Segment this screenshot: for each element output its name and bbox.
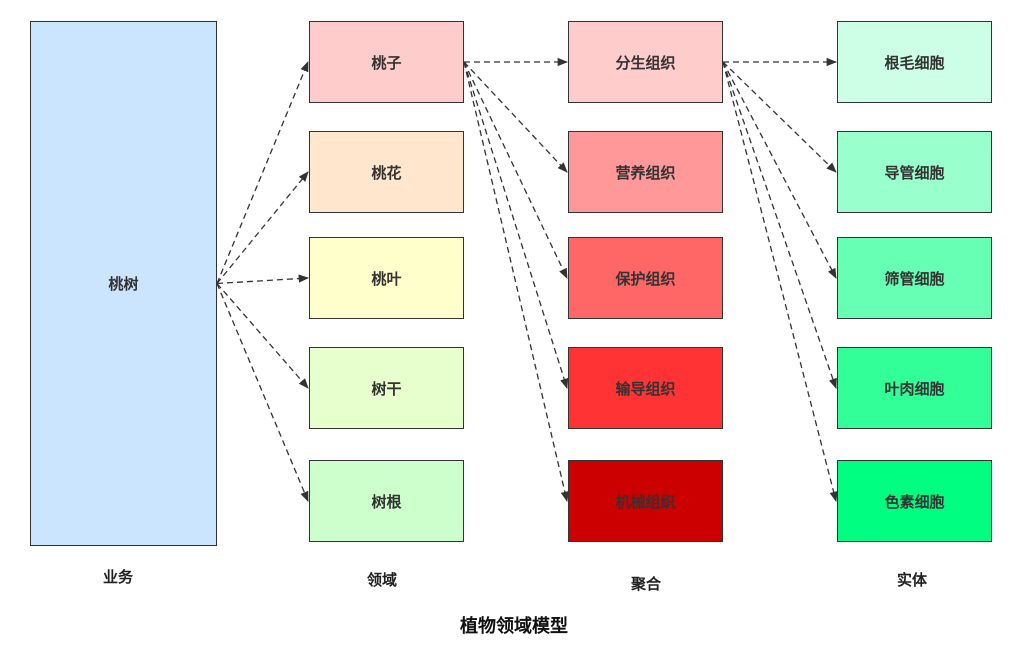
edge-n-fensheng-to-n-yerou	[722, 61, 837, 389]
node-label: 分生组织	[615, 53, 676, 72]
edge-n-taozi-to-n-baohu	[463, 61, 568, 279]
column-label-business: 业务	[102, 568, 133, 586]
node-label: 桃花	[371, 163, 402, 182]
node-taozi[interactable]: 桃子	[309, 21, 464, 103]
node-shugen[interactable]: 树根	[309, 460, 464, 542]
edge-n-fensheng-to-n-shaiguan	[722, 61, 837, 279]
node-label: 营养组织	[615, 163, 676, 182]
node-label: 树根	[371, 492, 402, 511]
node-label: 桃树	[108, 275, 139, 293]
edge-n-taozi-to-n-yingyang	[463, 61, 568, 173]
edge-n-taoshu-to-n-taozi	[216, 61, 309, 284]
node-fensheng[interactable]: 分生组织	[568, 21, 723, 103]
node-taohua[interactable]: 桃花	[309, 131, 464, 213]
node-shaiguan[interactable]: 筛管细胞	[837, 237, 992, 319]
node-baohu[interactable]: 保护组织	[568, 237, 723, 319]
column-label-domain: 领域	[366, 571, 397, 589]
edge-n-taozi-to-n-shudao	[463, 61, 569, 389]
edge-n-taoshu-to-n-shugen	[216, 283, 309, 502]
node-label: 叶肉细胞	[884, 379, 945, 398]
column-label-entity: 实体	[896, 571, 927, 589]
edge-n-fensheng-to-n-sesu	[722, 61, 838, 503]
edge-n-taoshu-to-n-shugan	[216, 283, 309, 389]
node-sesu[interactable]: 色素细胞	[837, 460, 992, 542]
node-label: 筛管细胞	[884, 269, 945, 288]
node-label: 保护组织	[615, 269, 676, 288]
node-genmao[interactable]: 根毛细胞	[837, 21, 992, 103]
edge-n-taoshu-to-n-taoye	[216, 274, 310, 285]
edge-n-fensheng-to-n-daoguan	[722, 61, 837, 173]
edge-n-taoshu-to-n-taohua	[216, 171, 309, 284]
column-label-aggregate: 聚合	[630, 575, 661, 593]
node-yerou[interactable]: 叶肉细胞	[837, 347, 992, 429]
diagram-title: 植物领域模型	[460, 616, 568, 637]
node-label: 输导组织	[615, 379, 676, 398]
node-shugan[interactable]: 树干	[309, 347, 464, 429]
node-label: 桃叶	[371, 269, 402, 288]
node-taoye[interactable]: 桃叶	[309, 237, 464, 319]
node-taoshu[interactable]: 桃树	[30, 21, 217, 546]
node-label: 桃子	[371, 53, 402, 72]
node-label: 导管细胞	[884, 163, 945, 182]
node-daoguan[interactable]: 导管细胞	[837, 131, 992, 213]
node-label: 树干	[371, 379, 402, 398]
edge-n-taozi-to-n-jixie	[463, 61, 569, 503]
node-shudao[interactable]: 输导组织	[568, 347, 723, 429]
node-label: 色素细胞	[884, 492, 945, 511]
node-yingyang[interactable]: 营养组织	[568, 131, 723, 213]
node-jixie[interactable]: 机械组织	[568, 460, 723, 542]
node-label: 根毛细胞	[884, 53, 945, 72]
node-label: 机械组织	[615, 492, 676, 511]
